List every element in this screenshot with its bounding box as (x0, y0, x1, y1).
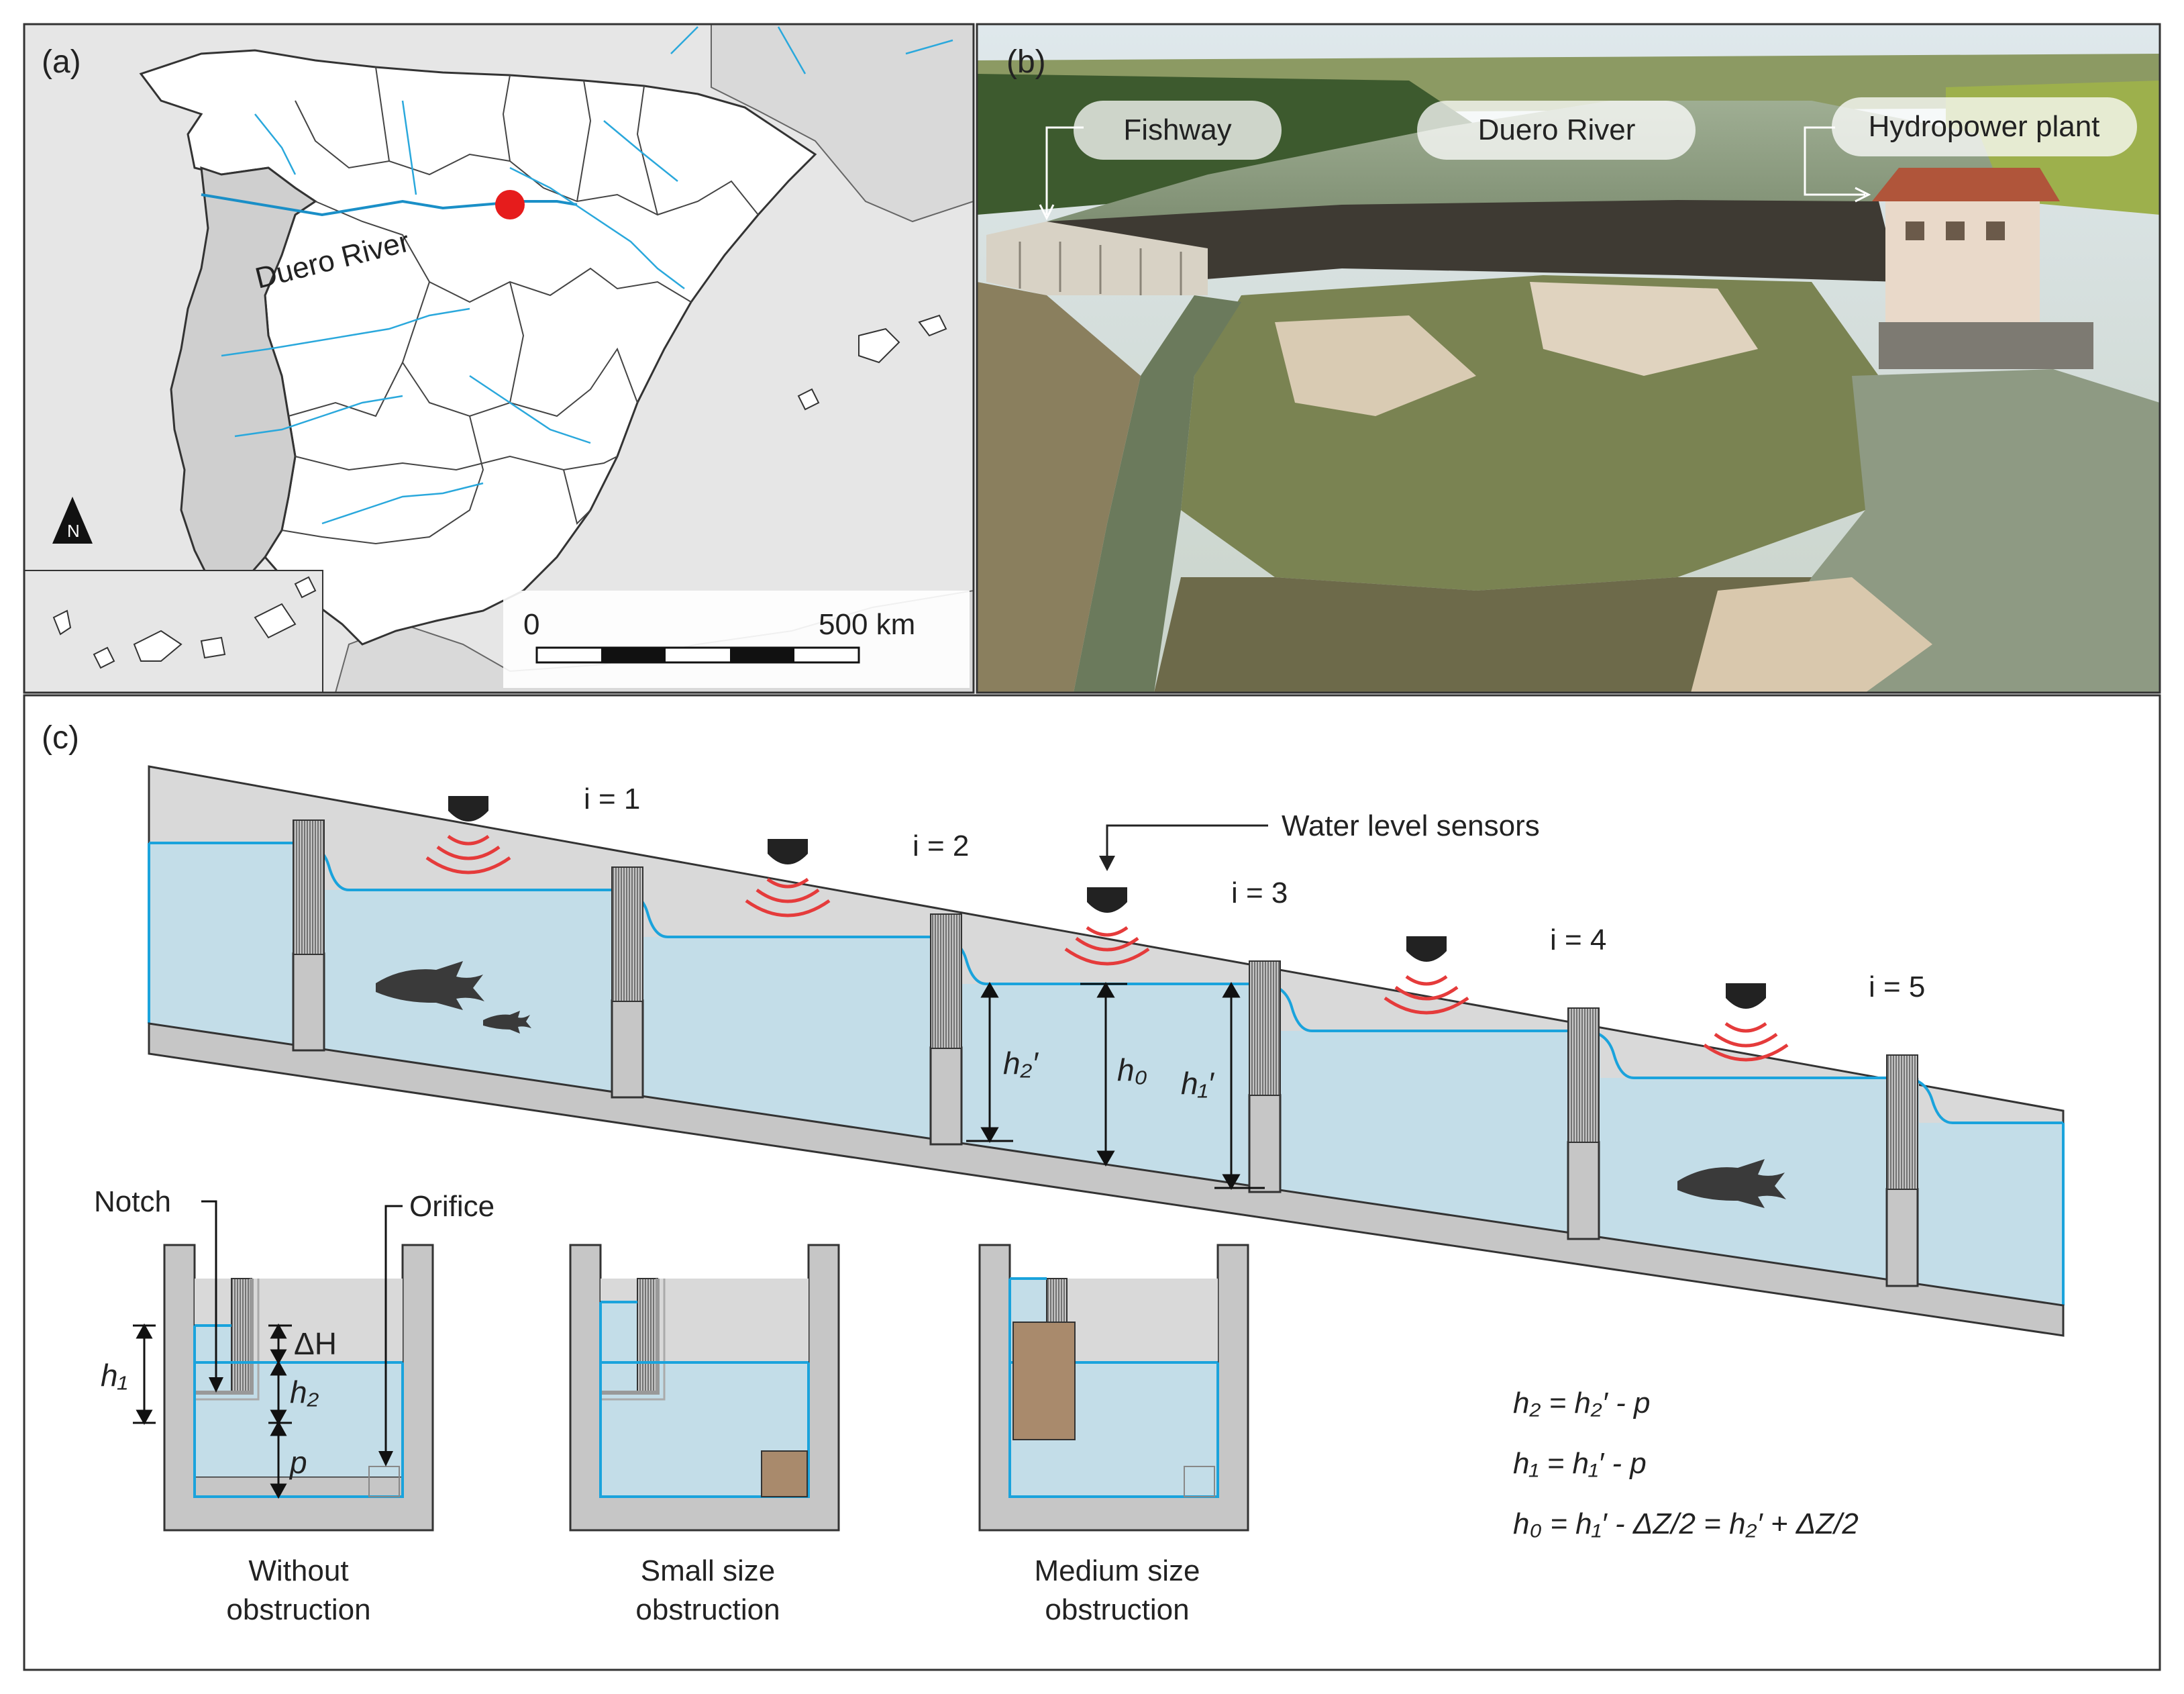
fishway-structure (986, 221, 1208, 295)
fish-icons (376, 961, 1786, 1208)
pool-label-2: i = 2 (913, 830, 969, 862)
hydropower-building (1872, 168, 2093, 369)
sensor-icon (1703, 983, 1789, 1062)
baffle-3 (929, 913, 963, 1146)
dam-wall (1047, 200, 1899, 289)
detail-h1-label: h₁ (101, 1358, 127, 1393)
caption-2-line-2: obstruction (635, 1593, 780, 1626)
panel-b-label: (b) (1006, 44, 1046, 80)
baffles (292, 819, 1919, 1287)
equation-1: h₂ = h₂′ - p (1513, 1387, 1650, 1419)
north-arrow-icon: N (52, 497, 93, 544)
panel-b-photo: Fishway Duero River Hydropower plant (b) (977, 24, 2160, 693)
left-bank (977, 282, 1141, 693)
detail-p-label: p (289, 1445, 307, 1480)
callout-duero-river: Duero River (1417, 101, 1696, 160)
rivers (201, 26, 953, 525)
panel-c-diagram: (c) (23, 694, 2161, 1671)
callout-hydropower: Hydropower plant (1804, 97, 2137, 203)
orifice-arrow-icon (378, 1451, 393, 1466)
duero-river-line (201, 193, 578, 217)
scale-start-label: 0 (523, 608, 539, 641)
reservoir (1047, 101, 2006, 221)
water-level-sensors (425, 796, 1789, 1062)
callout-hydropower-label: Hydropower plant (1869, 110, 2100, 143)
fishway-steps (1019, 242, 1182, 295)
fish-icon (376, 961, 484, 1010)
pool-label-5: i = 5 (1869, 970, 1925, 1003)
sand-patch-2 (1530, 282, 1758, 376)
balearic-islands (797, 314, 947, 411)
panel-a-map: Duero River N 0 500 km (a) (24, 24, 974, 693)
baffle-1 (292, 819, 325, 1052)
small-obstruction-block (761, 1450, 808, 1497)
detail-dH-label: ΔH (294, 1326, 337, 1361)
scale-bar: 0 500 km (503, 591, 970, 688)
callout-fishway-label: Fishway (1123, 113, 1231, 146)
baffle-6 (1885, 1054, 1919, 1287)
dim-h1-prime: h₁′ (1181, 1066, 1214, 1101)
dim-h0: h₀ (1117, 1052, 1147, 1087)
notch-leader (201, 1200, 217, 1389)
orifice-label: Orifice (409, 1190, 495, 1223)
caption-3-line-1: Medium size (1035, 1554, 1200, 1587)
baffle-5 (1567, 1007, 1600, 1240)
sensor-icon (1064, 887, 1150, 966)
section-medium-obstruction: Medium size obstruction (978, 1244, 1249, 1626)
scale-end-label: 500 km (819, 608, 915, 641)
pool-label-3: i = 3 (1231, 877, 1288, 909)
detail-h2-label: h₂ (290, 1375, 319, 1409)
dim-h2-prime: h₂′ (1003, 1046, 1039, 1081)
medium-obstruction-block (1012, 1322, 1076, 1440)
caption-3-line-2: obstruction (1045, 1593, 1189, 1626)
study-site-marker (495, 190, 525, 219)
sensors-arrow-icon (1099, 856, 1115, 871)
fish-icon (483, 1011, 531, 1034)
baffle-4 (1248, 960, 1282, 1193)
pool-label-4: i = 4 (1550, 924, 1606, 956)
sensors-label: Water level sensors (1282, 809, 1540, 842)
fishway-channel (1074, 295, 1241, 693)
caption-2-line-1: Small size (641, 1554, 776, 1587)
sensor-icon (1384, 936, 1469, 1015)
regional-borders (281, 66, 759, 545)
canary-islands (52, 576, 317, 669)
panel-c-label: (c) (42, 720, 79, 756)
sand-patch (1275, 315, 1476, 416)
panel-a-label: (a) (42, 44, 81, 80)
notch-arrow-icon (209, 1377, 223, 1393)
section-without-obstruction: h₁ ΔH h₂ p Notch Orifice Without obstruc… (94, 1185, 495, 1626)
sensors-leader-line (1106, 824, 1268, 866)
france-land (711, 24, 974, 223)
equation-3: h₀ = h₁′ - ΔZ/2 = h₂′ + ΔZ/2 (1513, 1507, 1859, 1540)
notch-label: Notch (94, 1185, 171, 1218)
foreground-sand (1691, 577, 1932, 693)
north-label: N (67, 521, 80, 541)
caption-1-line-2: obstruction (226, 1593, 370, 1626)
sensor-icon (745, 839, 831, 917)
section-small-obstruction: Small size obstruction (569, 1244, 840, 1626)
fish-icon (1677, 1159, 1786, 1208)
channel-floor (148, 1022, 2065, 1337)
pool-label-1: i = 1 (584, 783, 640, 815)
foreground-bank (1154, 577, 1812, 693)
callout-duero-label: Duero River (1478, 113, 1636, 146)
orifice-leader (384, 1205, 403, 1463)
baffle-2 (611, 866, 644, 1099)
callout-fishway: Fishway (1039, 101, 1282, 221)
dimension-arrows (966, 982, 1265, 1190)
caption-1-line-1: Without (248, 1554, 348, 1587)
equation-2: h₁ = h₁′ - p (1513, 1447, 1647, 1480)
sensor-icon (425, 796, 511, 875)
